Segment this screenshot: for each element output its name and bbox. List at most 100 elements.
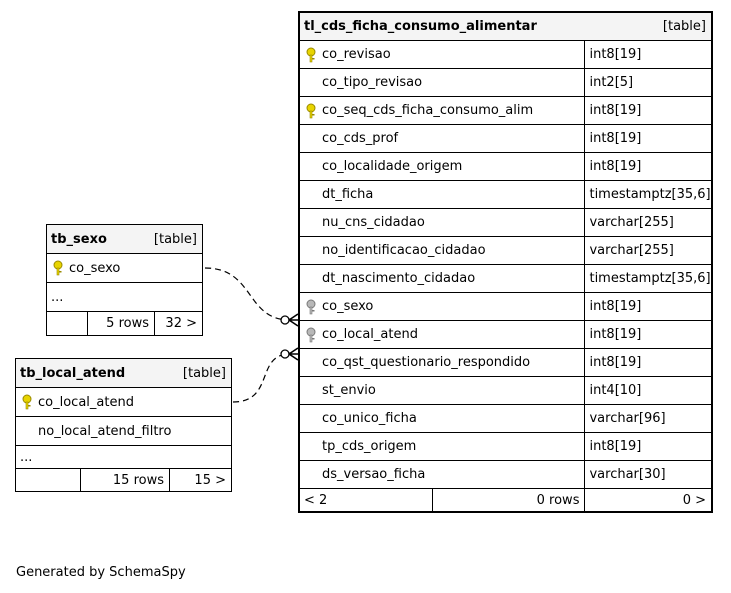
column-type: varchar[30] <box>584 460 713 489</box>
relationship-sexo <box>204 267 291 321</box>
column-name: nu_cns_cidadao <box>322 215 425 230</box>
footer-children[interactable]: 15 > <box>169 468 232 492</box>
column-name-cell: co_revisao <box>298 40 586 69</box>
column-name: co_local_atend <box>38 394 134 410</box>
footer-children[interactable]: 32 > <box>154 311 203 336</box>
column-name: no_identificacao_cidadao <box>322 243 486 258</box>
column-name: co_localidade_origem <box>322 159 463 174</box>
column-name-cell: dt_ficha <box>298 180 586 209</box>
column-name-cell: st_envio <box>298 376 586 405</box>
column-name: st_envio <box>322 383 376 398</box>
crowfoot-local-atend <box>288 347 299 361</box>
table-type-label: [table] <box>182 365 226 381</box>
primary-key-icon <box>22 394 32 410</box>
foreign-key-icon <box>306 299 316 314</box>
primary-key-icon <box>306 103 316 118</box>
table-footer: 15 rows 15 > <box>15 468 232 492</box>
table-footer: 5 rows 32 > <box>46 311 203 336</box>
column-type: varchar[96] <box>584 404 713 433</box>
table-row: ds_versao_ficha varchar[30] <box>298 460 713 489</box>
table-header-cell: [table] tb_local_atend <box>15 358 232 388</box>
table-row: co_tipo_revisao int2[5] <box>298 68 713 97</box>
column-name: ds_versao_ficha <box>322 467 426 482</box>
column-name-cell: co_local_atend <box>15 387 232 417</box>
column-name-cell: co_cds_prof <box>298 124 586 153</box>
generated-by-footer: Generated by SchemaSpy <box>16 565 186 580</box>
foreign-key-icon <box>306 327 316 342</box>
table-tb-local-atend[interactable]: [table] tb_local_atend co_local_atend no… <box>15 358 232 492</box>
column-name: tp_cds_origem <box>322 439 417 454</box>
column-name-cell: ds_versao_ficha <box>298 460 586 489</box>
footer-parents <box>46 311 88 336</box>
table-row: ... <box>15 445 232 469</box>
relationship-local-atend <box>232 353 291 403</box>
column-name-cell: co_qst_questionario_respondido <box>298 348 586 377</box>
column-name: co_cds_prof <box>322 131 399 146</box>
table-row: nu_cns_cidadao varchar[255] <box>298 208 713 237</box>
column-name: dt_ficha <box>322 187 374 202</box>
footer-parents <box>15 468 81 492</box>
table-header: [table] tb_sexo <box>46 224 203 254</box>
table-type-label: [table] <box>662 19 706 34</box>
table-header: [table] tb_local_atend <box>15 358 232 388</box>
footer-rows: 15 rows <box>80 468 170 492</box>
column-type: varchar[255] <box>584 236 713 265</box>
column-name-cell: co_seq_cds_ficha_consumo_alim <box>298 96 586 125</box>
column-type: int4[10] <box>584 376 713 405</box>
table-row: co_unico_ficha varchar[96] <box>298 404 713 433</box>
column-type: int8[19] <box>584 292 713 321</box>
column-name: co_local_atend <box>322 327 418 342</box>
table-row: no_local_atend_filtro <box>15 416 232 446</box>
more-columns: ... <box>15 445 232 469</box>
table-row: ... <box>46 282 203 312</box>
column-type: timestamptz[35,6] <box>584 180 713 209</box>
column-type: int2[5] <box>584 68 713 97</box>
column-name-cell: co_unico_ficha <box>298 404 586 433</box>
crowfoot-circle-local-atend <box>280 349 290 359</box>
column-name-cell: co_tipo_revisao <box>298 68 586 97</box>
footer-children[interactable]: 0 > <box>584 488 713 513</box>
footer-rows: 5 rows <box>87 311 155 336</box>
column-type: int8[19] <box>584 96 713 125</box>
table-row: co_local_atend <box>15 387 232 417</box>
table-tb-sexo[interactable]: [table] tb_sexo co_sexo ... 5 rows 32 > <box>46 224 203 336</box>
column-name: co_seq_cds_ficha_consumo_alim <box>322 103 534 118</box>
more-columns: ... <box>46 282 203 312</box>
table-name: tl_cds_ficha_consumo_alimentar <box>304 19 537 34</box>
column-name: co_unico_ficha <box>322 411 417 426</box>
table-tl-cds-ficha-consumo-alimentar[interactable]: [table] tl_cds_ficha_consumo_alimentar c… <box>298 11 713 513</box>
column-name: dt_nascimento_cidadao <box>322 271 476 286</box>
table-row: co_cds_prof int8[19] <box>298 124 713 153</box>
column-name: co_tipo_revisao <box>322 75 423 90</box>
column-name-cell: co_sexo <box>46 253 203 283</box>
table-row: st_envio int4[10] <box>298 376 713 405</box>
column-type: int8[19] <box>584 124 713 153</box>
crowfoot-circle-sexo <box>280 315 290 325</box>
column-type: int8[19] <box>584 320 713 349</box>
footer-parents[interactable]: < 2 <box>298 488 433 513</box>
table-header-cell: [table] tb_sexo <box>46 224 203 254</box>
table-row: co_sexo <box>46 253 203 283</box>
table-row: tp_cds_origem int8[19] <box>298 432 713 461</box>
table-header-cell: [table] tl_cds_ficha_consumo_alimentar <box>298 11 713 41</box>
table-row: co_local_atend int8[19] <box>298 320 713 349</box>
column-type: int8[19] <box>584 432 713 461</box>
table-row: dt_nascimento_cidadao timestamptz[35,6] <box>298 264 713 293</box>
column-name: no_local_atend_filtro <box>38 423 172 439</box>
column-name: co_revisao <box>322 47 391 62</box>
column-type: int8[19] <box>584 40 713 69</box>
column-type: varchar[255] <box>584 208 713 237</box>
column-name-cell: co_localidade_origem <box>298 152 586 181</box>
column-name-cell: co_sexo <box>298 292 586 321</box>
table-type-label: [table] <box>153 231 197 247</box>
column-type: timestamptz[35,6] <box>584 264 713 293</box>
footer-rows: 0 rows <box>431 488 586 513</box>
table-row: dt_ficha timestamptz[35,6] <box>298 180 713 209</box>
column-name-cell: dt_nascimento_cidadao <box>298 264 586 293</box>
column-name: co_sexo <box>69 260 121 276</box>
column-name-cell: no_identificacao_cidadao <box>298 236 586 265</box>
